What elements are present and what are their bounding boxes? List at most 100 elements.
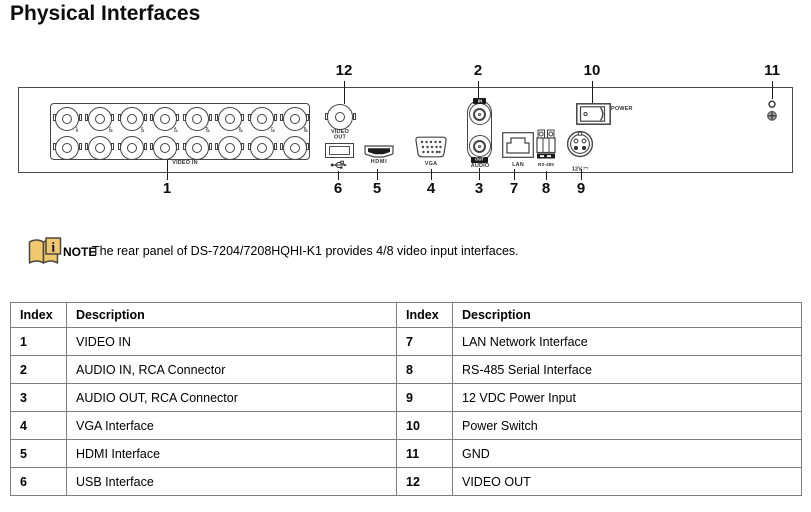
video-in-grid: 1 9 2 10 3 11 4 12 5 13 6 14 7 15 8 16: [50, 103, 310, 160]
bnc-connector: [117, 106, 147, 131]
video-out-connector: [324, 104, 356, 130]
leader-line-1: [166, 160, 168, 180]
header-index-left: Index: [10, 302, 67, 328]
bnc-connector: [117, 135, 147, 160]
bnc-connector: [182, 135, 212, 160]
bnc-connector: [247, 106, 277, 131]
bnc-channel-label: 1 9: [76, 126, 79, 133]
bnc-connector: [247, 135, 277, 160]
index-cell: 9: [396, 383, 453, 412]
description-cell: VIDEO OUT: [452, 467, 802, 496]
leader-line-10: [591, 81, 593, 103]
bnc-connector: [52, 106, 82, 131]
callout-11: 11: [764, 62, 780, 79]
page-title: Physical Interfaces: [10, 2, 201, 25]
bnc-channel-label: 8 16: [303, 126, 308, 133]
bnc-channel-label: 3 11: [141, 126, 145, 133]
index-cell: 10: [396, 411, 453, 440]
usb-icon: [330, 160, 347, 169]
bnc-connector: [280, 135, 310, 160]
callout-3: 3: [474, 180, 484, 197]
bnc-channel-label: 6 14: [238, 126, 243, 133]
leader-line-4: [430, 169, 432, 180]
gnd-screw: [767, 100, 777, 121]
index-cell: 12: [396, 467, 453, 496]
header-description-right: Description: [452, 302, 802, 328]
header-index-right: Index: [396, 302, 453, 328]
note-text: The rear panel of DS-7204/7208HQHI-K1 pr…: [92, 244, 519, 258]
leader-line-6: [337, 171, 339, 180]
bnc-connector: [182, 106, 212, 131]
audio-in-badge: IN: [473, 98, 486, 104]
bnc-channel-label: 4 12: [173, 126, 178, 133]
bnc-connector: [150, 106, 180, 131]
bnc-connector: [215, 106, 245, 131]
video-in-label: VIDEO IN: [172, 159, 198, 166]
bnc-channel-label: 2 10: [108, 126, 113, 133]
bnc-connector: [85, 135, 115, 160]
rs485-terminal: [536, 129, 556, 159]
leader-line-5: [376, 169, 378, 180]
note-book-icon: i: [28, 237, 62, 264]
description-cell: 12 VDC Power Input: [452, 383, 802, 412]
leader-line-2: [477, 81, 479, 99]
vga-label: VGA: [424, 160, 438, 167]
index-cell: 8: [396, 355, 453, 384]
note-label: NOTE: [63, 245, 97, 259]
power-switch-label: POWER: [611, 105, 633, 112]
callout-5: 5: [372, 180, 382, 197]
bnc-connector: [280, 106, 310, 131]
lan-port: [502, 132, 534, 158]
panel-outline: [18, 87, 793, 173]
usb-port: [325, 143, 354, 158]
power-input-label: 12V: [564, 161, 597, 172]
bnc-connector: [85, 106, 115, 131]
video-out-label: VIDEO OUT: [331, 128, 349, 140]
description-cell: USB Interface: [66, 467, 397, 496]
lan-label: LAN: [512, 161, 524, 168]
index-cell: 11: [396, 439, 453, 468]
leader-line-3: [478, 168, 480, 180]
callout-6: 6: [333, 180, 343, 197]
power-input-connector: [566, 130, 594, 158]
index-cell: 6: [10, 467, 67, 496]
rear-panel-diagram: 1 9 2 10 3 11 4 12 5 13 6 14 7 15 8 16 VIDEO IN…: [0, 0, 811, 230]
callout-7: 7: [509, 180, 519, 197]
callout-2: 2: [473, 62, 483, 79]
description-cell: LAN Network Interface: [452, 327, 802, 356]
header-description-left: Description: [66, 302, 397, 328]
power-switch: [576, 103, 611, 125]
description-cell: Power Switch: [452, 411, 802, 440]
callout-9: 9: [576, 180, 586, 197]
callout-8: 8: [541, 180, 551, 197]
leader-line-7: [513, 169, 515, 180]
leader-line-9: [580, 169, 582, 180]
leader-line-12: [343, 81, 345, 104]
audio-label: AUDIO: [470, 162, 489, 169]
table-header-row: Index Description Index Description: [10, 302, 802, 328]
bnc-connector: [150, 135, 180, 160]
vga-port: [415, 136, 447, 158]
audio-out-badge: OUT: [471, 156, 488, 163]
audio-in-connector: [468, 103, 491, 125]
description-cell: AUDIO OUT, RCA Connector: [66, 383, 397, 412]
bnc-channel-label: 5 13: [206, 126, 210, 133]
leader-line-8: [545, 171, 547, 180]
callout-10: 10: [583, 62, 601, 79]
callout-12: 12: [335, 62, 353, 79]
callout-4: 4: [426, 180, 436, 197]
index-cell: 1: [10, 327, 67, 356]
description-cell: VGA Interface: [66, 411, 397, 440]
index-cell: 5: [10, 439, 67, 468]
index-cell: 4: [10, 411, 67, 440]
bnc-channel-label: 7 15: [271, 126, 275, 133]
description-cell: HDMI Interface: [66, 439, 397, 468]
hdmi-port: [364, 145, 394, 158]
